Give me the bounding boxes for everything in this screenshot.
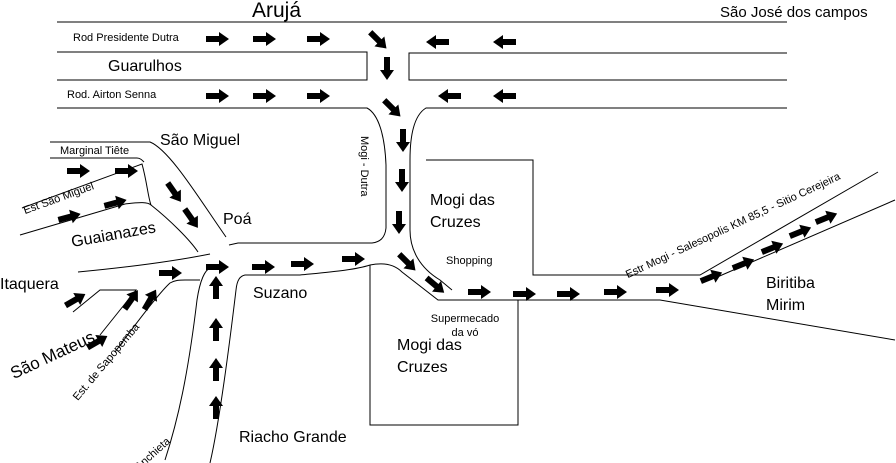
arrow-northeast-4 [787,221,814,243]
arrow-northeast-1 [698,266,725,288]
sapopemba-road [114,279,200,353]
arrow-north-3 [209,358,223,381]
arrow-est-sao-miguel-1 [56,207,83,227]
itaquera-road [77,253,211,273]
arrow-west-4 [493,89,516,103]
guaianazes-road [19,202,152,236]
label-dutra: Rod Presidente Dutra [73,32,179,44]
arrow-south-4 [392,211,406,234]
label-sao-jose: São José dos campos [720,4,868,21]
label-marginal-tiete: Marginal Tiête [60,145,130,157]
mogi-north-building [426,159,879,276]
arrow-northeast-2 [730,253,757,275]
arrow-east-10 [604,285,627,299]
dutra-road-left-bottom [57,51,368,81]
arrow-east-3 [307,32,330,46]
arrow-east-4 [206,89,229,103]
arrow-north-4 [209,396,223,419]
arrow-southeast-2 [379,95,406,122]
arrow-east-13 [115,164,138,178]
label-shopping: Shopping [446,255,493,267]
label-riacho-grande: Riacho Grande [239,429,347,446]
arrow-east-18 [342,252,365,266]
sao-mateus-road [72,289,138,336]
label-mogi-south: Mogi das Cruzes [397,337,462,376]
suzano-road-bottom [369,263,896,341]
tiete-road [50,141,227,238]
arrow-west-3 [438,89,461,103]
arrow-south-2 [396,129,410,152]
label-suzano: Suzano [253,285,308,302]
anchieta-road-right [209,264,371,463]
label-mogi-north: Mogi das Cruzes [430,192,495,231]
arrow-east-16 [252,260,275,274]
arrow-sapopemba-2 [138,286,163,314]
arrow-southeast-5 [161,178,187,206]
arrow-south-1 [380,57,394,80]
airton-senna-left-bottom [57,107,387,246]
arrow-east-1 [206,32,229,46]
arrow-east-5 [253,89,276,103]
anchieta-road-left [164,267,211,461]
arrow-sao-mateus-1 [61,287,89,312]
label-supermercado: Supermecado da vó [430,313,500,339]
label-itaquera: Itaquera [0,276,59,293]
arrow-east-2 [253,32,276,46]
arrow-northeast-3 [759,237,786,259]
arrow-west-2 [493,35,516,49]
label-biritiba: Biritiba Mirim [766,275,815,314]
arrow-east-9 [557,287,580,301]
arrow-east-15 [206,260,229,274]
arrow-east-6 [307,89,330,103]
arrow-east-8 [513,287,536,301]
label-airton: Rod. Airton Senna [67,89,157,101]
arrow-southeast-1 [365,27,392,54]
arrow-east-7 [468,285,491,299]
arrow-north-1 [209,276,223,299]
airton-senna-right-bottom [409,107,787,291]
tiete-road-lower [50,157,145,163]
label-mogi-dutra: Mogi - Dutra [358,136,370,197]
arrow-east-17 [291,257,314,271]
arrow-east-12 [67,164,90,178]
arrow-southeast-3 [394,249,421,276]
arrow-east-14 [159,266,182,280]
label-sao-miguel: São Miguel [160,132,241,149]
arrow-southeast-6 [178,204,204,232]
label-guarulhos: Guarulhos [108,58,182,75]
dutra-road-right-bottom [408,52,787,81]
arrow-east-11 [656,283,679,297]
map-title: Arujá [252,0,302,22]
arrow-west-1 [426,35,449,49]
label-poa: Poá [223,211,252,228]
mogi-south-building [369,265,519,426]
arrow-south-3 [395,169,409,192]
arrow-north-2 [209,318,223,341]
